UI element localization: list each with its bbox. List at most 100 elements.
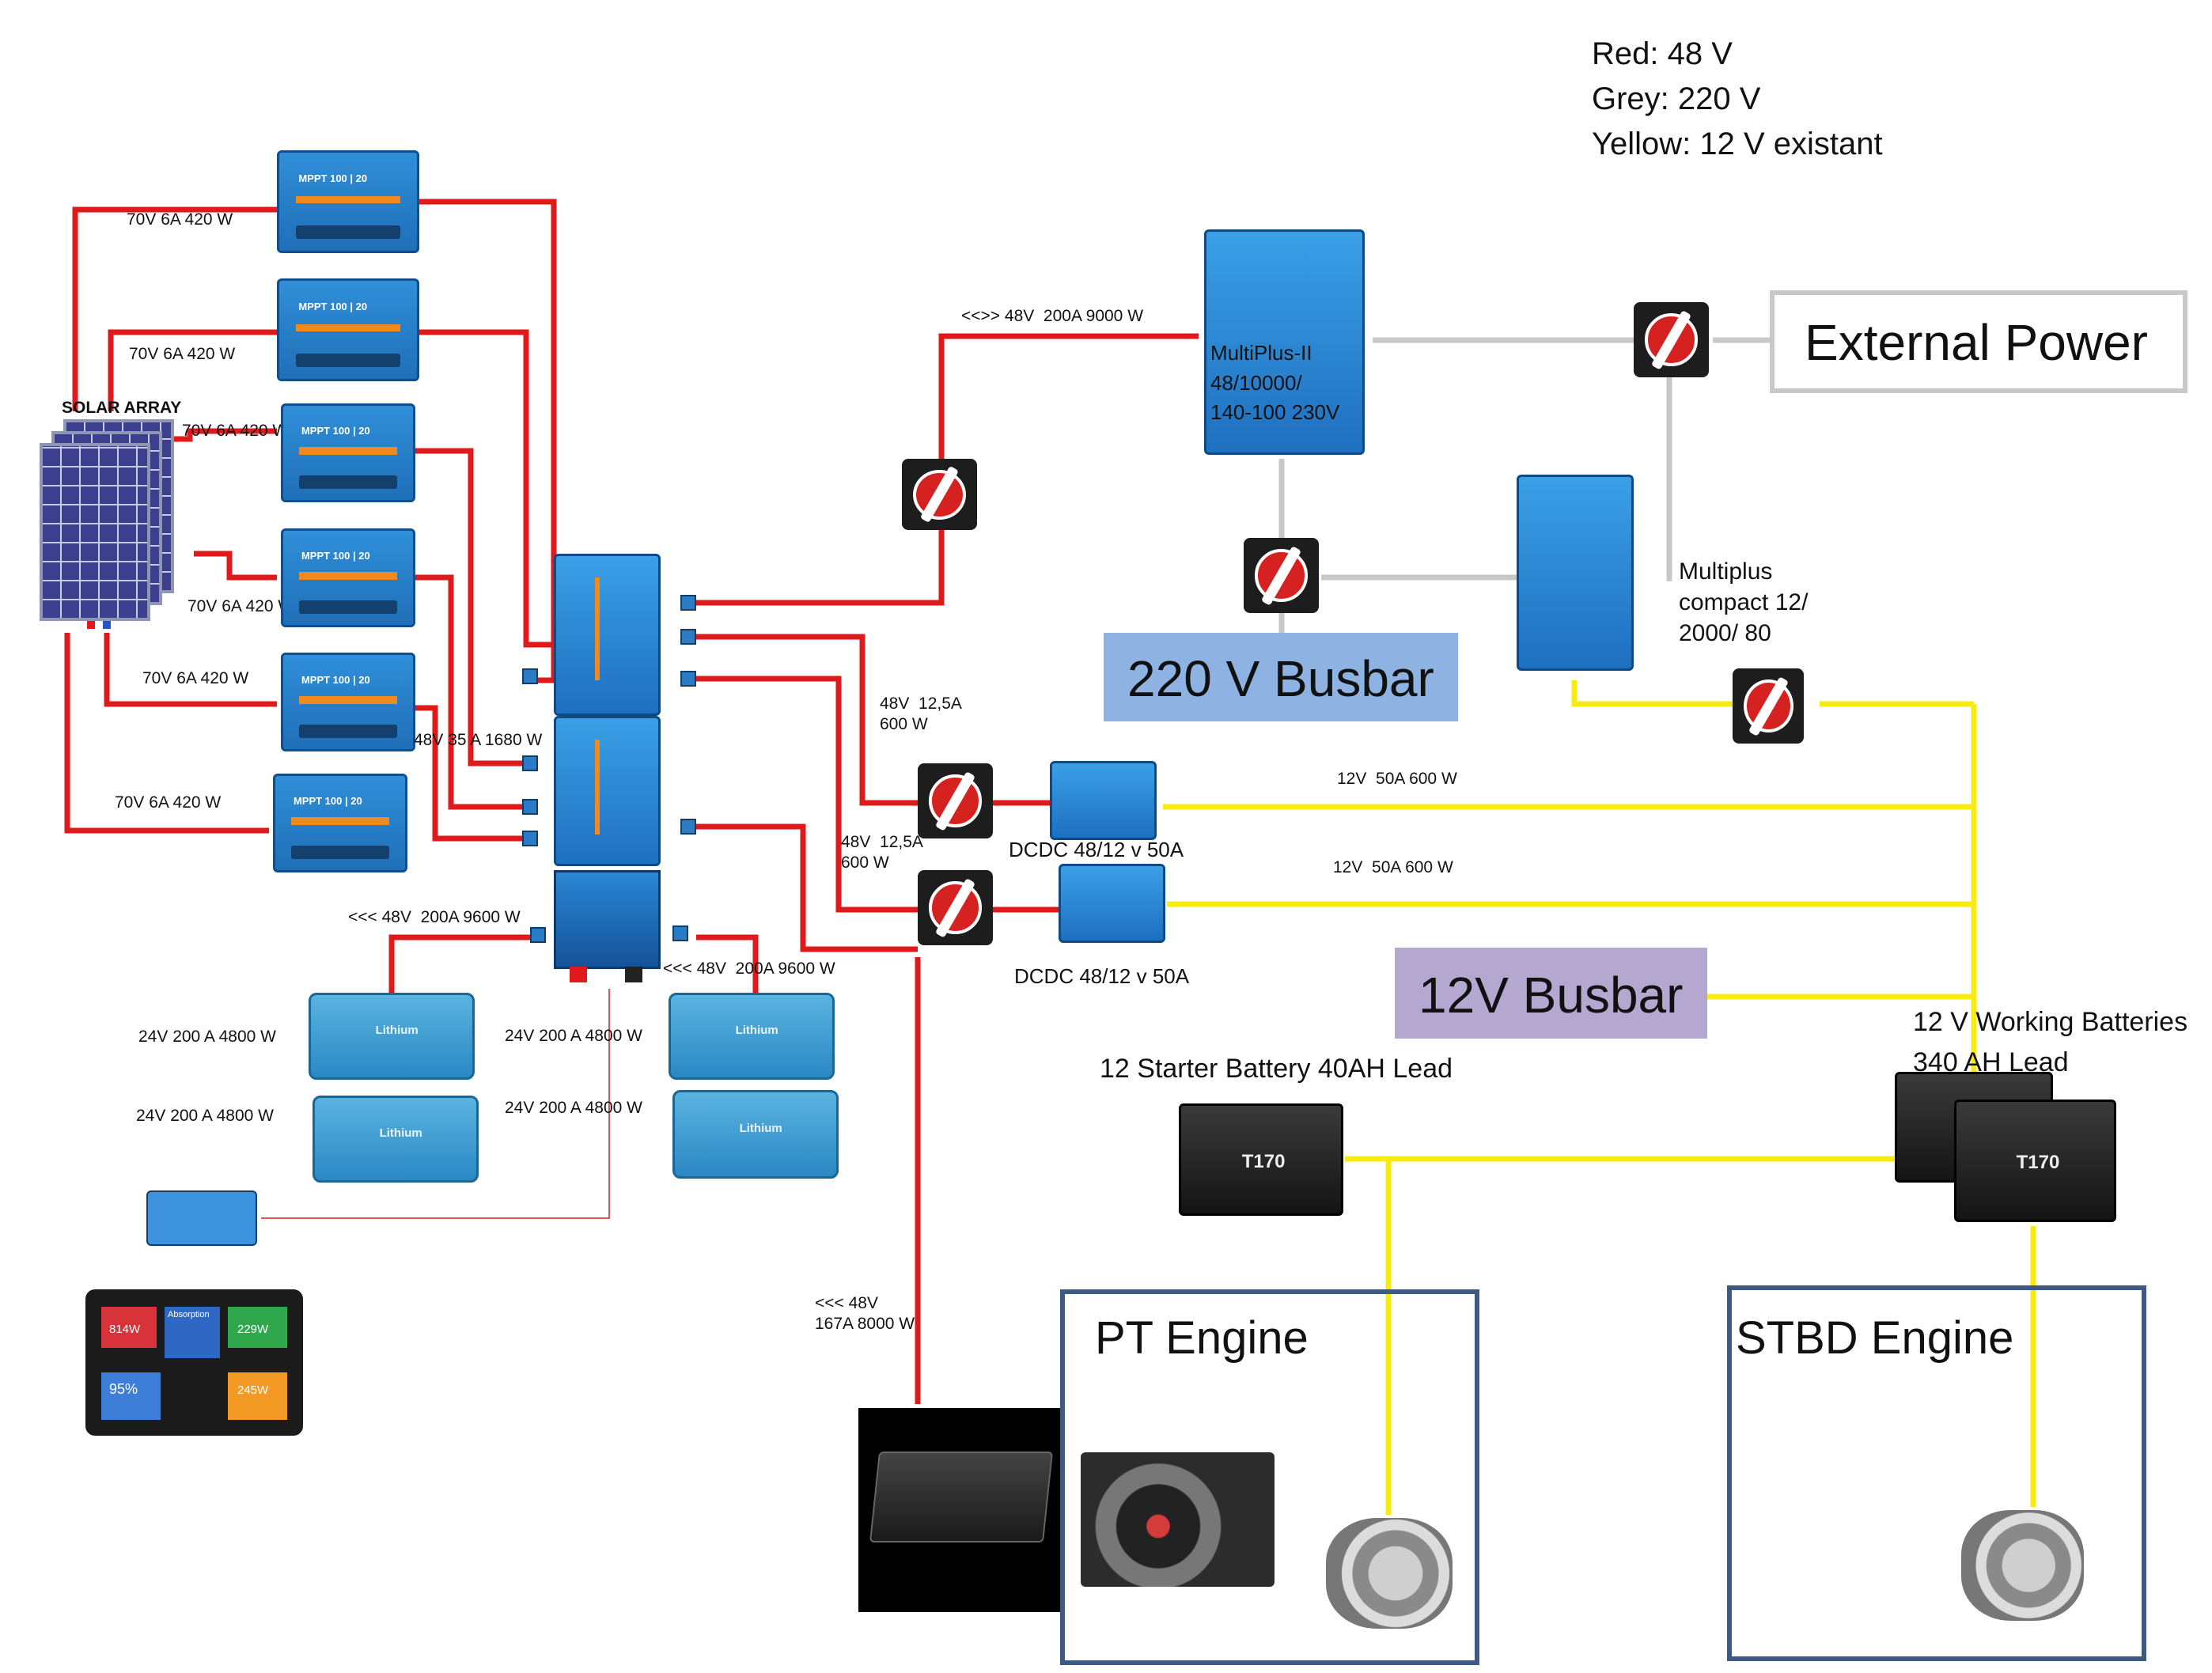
busbar-12v: 12V Busbar	[1395, 948, 1707, 1039]
battery-switch-multiplus[interactable]	[902, 459, 977, 530]
ac-switch-external[interactable]	[1634, 302, 1709, 377]
stack-negative-post	[625, 967, 642, 982]
string-label-3: 70V 6A 420 W	[182, 422, 289, 440]
stbd-alternator-icon	[1961, 1510, 2084, 1621]
dcdc2-output-label: 12V 50A 600 W	[1333, 858, 1453, 876]
lynx-distributor-1	[554, 554, 661, 716]
busbar-220v: 220 V Busbar	[1104, 633, 1458, 721]
solar-plus-terminal	[87, 621, 95, 629]
cerbo-gx-controller	[146, 1190, 257, 1246]
lithium-battery-4: Lithium	[672, 1090, 839, 1179]
battery-label-3: 24V 200 A 4800 W	[505, 1027, 642, 1045]
fuse-block	[522, 668, 538, 684]
stbd-engine-box: STBD Engine	[1727, 1285, 2146, 1661]
stack-stripe-2	[595, 740, 600, 835]
starter-battery-label: 12 Starter Battery 40AH Lead	[1100, 1054, 1453, 1084]
dcdc1-label: DCDC 48/12 v 50A	[1009, 838, 1184, 861]
busbar-12v-label: 12V Busbar	[1418, 967, 1684, 1024]
gx-touch-display[interactable]: 814W Absorption 229W 95% 245W	[85, 1289, 303, 1436]
pt-engine-label: PT Engine	[1095, 1312, 1309, 1364]
multiplus-compact-label: Multiplus compact 12/ 2000/ 80	[1679, 558, 1809, 646]
gx-tile-ac-loads: 229W	[228, 1307, 287, 1348]
dcdc1-feed-label: 48V 12,5A 600 W	[880, 695, 962, 734]
wire-thin-monitor	[261, 989, 610, 1219]
gx-tile-pv-value: 245W	[237, 1383, 269, 1397]
gx-tile-ac-value: 229W	[237, 1323, 269, 1336]
gx-tile-shore-value: 814W	[109, 1323, 141, 1336]
dcdc-converter-1	[1050, 761, 1157, 840]
ac-switch-busbar[interactable]	[1244, 538, 1319, 613]
battery-face-label: Lithium	[375, 1024, 419, 1038]
pt-engine-alternator-photo	[1081, 1452, 1275, 1587]
mppt-controller-2: MPPT 100 | 20	[277, 278, 419, 381]
legend-red: Red: 48 V	[1592, 36, 1733, 71]
pt-alternator-icon	[1326, 1518, 1453, 1629]
lithium-battery-2: Lithium	[312, 1096, 479, 1183]
fuse-block	[522, 831, 538, 846]
dcdc2-feed-label: 48V 12,5A 600 W	[841, 833, 923, 872]
battery-switch-compact[interactable]	[1733, 668, 1804, 744]
pt-engine-box: PT Engine	[1060, 1289, 1479, 1665]
lead-face-label: T170	[1241, 1151, 1286, 1173]
stbd-engine-label: STBD Engine	[1736, 1312, 2014, 1364]
string-label-6: 70V 6A 420 W	[115, 793, 222, 812]
external-power-label: External Power	[1805, 314, 2148, 371]
lead-face-label: T170	[2016, 1151, 2060, 1173]
lynx-shunt	[554, 870, 661, 969]
gx-tile-shore: 814W	[101, 1307, 157, 1348]
legend-grey: Grey: 220 V	[1592, 81, 1761, 116]
solar-array-title: SOLAR ARRAY	[62, 399, 182, 417]
multiplus-ii-inverter: MultiPlus-II 48/10000/ 140-100 230V	[1204, 229, 1365, 455]
charger-body	[869, 1452, 1054, 1542]
lithium-battery-3: Lithium	[669, 993, 835, 1080]
working-batteries-label: 12 V Working Batteries 340 AH Lead	[1913, 1007, 2188, 1077]
string-label-1: 70V 6A 420 W	[127, 210, 233, 229]
battery-label-4: 24V 200 A 4800 W	[505, 1099, 642, 1117]
dcdc-converter-2	[1059, 864, 1165, 943]
gx-tile-battery: 95%	[101, 1372, 161, 1420]
battery-link-left-label: <<< 48V 200A 9600 W	[348, 908, 521, 926]
lithium-battery-1: Lithium	[309, 993, 475, 1080]
fuse-block	[522, 755, 538, 771]
wires-48v	[64, 199, 1199, 1404]
dcdc1-output-label: 12V 50A 600 W	[1337, 770, 1457, 788]
string-label-4: 70V 6A 420 W	[187, 597, 294, 615]
multiplus-compact-inverter	[1517, 475, 1634, 671]
wires-12v	[1163, 680, 2036, 1515]
starter-battery: T170	[1179, 1103, 1343, 1216]
alternator-charger	[858, 1408, 1062, 1612]
battery-face-label: Lithium	[379, 1126, 422, 1141]
fuse-block	[680, 595, 696, 611]
battery-label-2: 24V 200 A 4800 W	[136, 1107, 274, 1125]
stack-positive-post	[570, 967, 587, 982]
working-battery-front: T170	[1954, 1100, 2116, 1222]
mppt-controller-1: MPPT 100 | 20	[277, 150, 419, 253]
solar-panel-front	[40, 443, 150, 621]
wires-220v	[1278, 337, 1772, 645]
fuse-block	[680, 819, 696, 835]
battery-switch-dcdc1[interactable]	[918, 763, 993, 838]
mppt-controller-4: MPPT 100 | 20	[281, 528, 415, 627]
gx-tile-absorption-title: Absorption	[168, 1310, 210, 1319]
battery-face-label: Lithium	[735, 1024, 778, 1038]
multiplus-link-label: <<>> 48V 200A 9000 W	[961, 307, 1144, 325]
battery-switch-dcdc2[interactable]	[918, 870, 993, 945]
gx-tile-pv: 245W	[228, 1372, 287, 1420]
mppt-label: MPPT 100 | 20	[301, 424, 370, 437]
mppt-label: MPPT 100 | 20	[301, 673, 370, 686]
mppt-label: MPPT 100 | 20	[298, 300, 368, 312]
legend-yellow: Yellow: 12 V existant	[1592, 127, 1883, 161]
dcdc2-label: DCDC 48/12 v 50A	[1014, 964, 1190, 988]
string-label-5: 70V 6A 420 W	[142, 669, 249, 687]
fuse-block	[680, 671, 696, 687]
fuse-block	[672, 925, 688, 941]
battery-face-label: Lithium	[739, 1122, 782, 1136]
lynx-distributor-2	[554, 716, 661, 866]
solar-minus-terminal	[103, 621, 111, 629]
string-label-2: 70V 6A 420 W	[129, 345, 236, 363]
multiplus-ii-label: MultiPlus-II 48/10000/ 140-100 230V	[1210, 341, 1340, 425]
gx-tile-absorption: Absorption	[165, 1307, 220, 1358]
battery-link-right-label: <<< 48V 200A 9600 W	[663, 960, 835, 978]
